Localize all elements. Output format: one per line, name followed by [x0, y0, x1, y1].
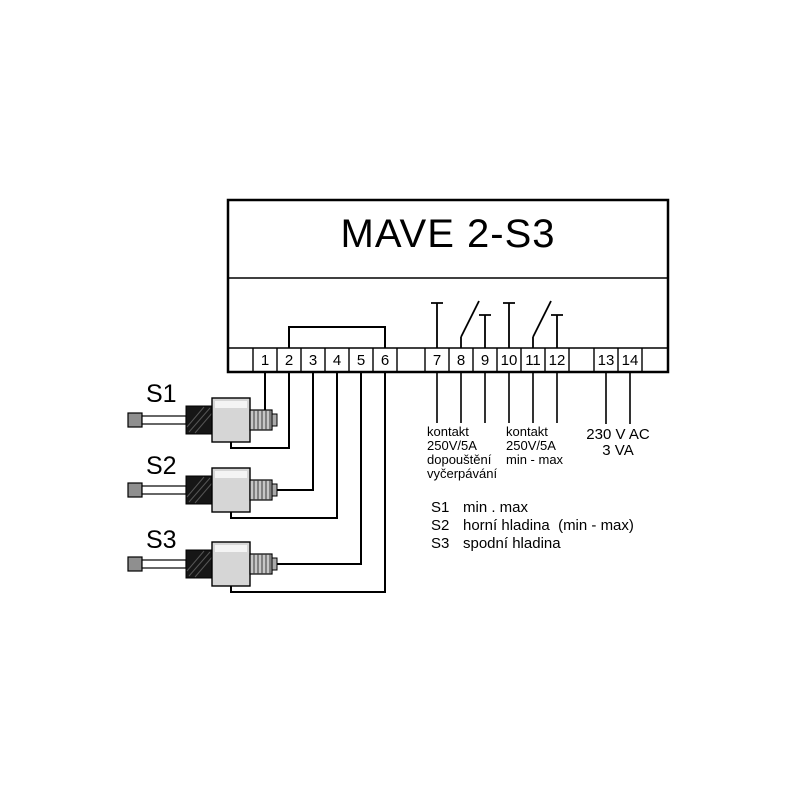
- wire-s2-body: [230, 372, 338, 519]
- legend-row: S1 min . max: [431, 499, 634, 517]
- terminal-2: 2: [284, 352, 294, 369]
- sensor-label-s3: S3: [146, 526, 177, 554]
- legend-key: S1: [431, 499, 450, 516]
- legend-text: min . max: [463, 499, 529, 516]
- relay-contact-1: [431, 300, 491, 348]
- terminal-dividers: [252, 348, 643, 372]
- wire-s3-body: [230, 372, 386, 593]
- terminal-12: 12: [548, 352, 566, 369]
- sensor-wires: [230, 372, 386, 593]
- legend-row: S2 horní hladina (min - max): [431, 517, 634, 535]
- annotation-line: kontakt: [427, 424, 469, 439]
- terminal-11: 11: [525, 352, 541, 369]
- wire-s2-tip: [277, 372, 314, 491]
- annotation-line: min - max: [506, 452, 564, 467]
- legend-row: S3 spodní hladina: [431, 535, 634, 553]
- legend-text: spodní hladina: [463, 535, 561, 552]
- terminal-14: 14: [621, 352, 639, 369]
- legend-key: S3: [431, 535, 450, 552]
- wire-s3-tip: [277, 372, 362, 565]
- terminal-7: 7: [432, 352, 442, 369]
- annotation-line: kontakt: [506, 424, 548, 439]
- sensor-label-s1: S1: [146, 380, 177, 408]
- annotation-line: vyčerpávání: [427, 466, 498, 481]
- jumper-bracket: [288, 326, 386, 348]
- sensor-label-s2: S2: [146, 452, 177, 480]
- terminal-stubs: [436, 372, 631, 424]
- terminal-5: 5: [356, 352, 366, 369]
- terminal-1: 1: [260, 352, 270, 369]
- relay-contact-2: [503, 300, 563, 348]
- terminal-10: 10: [500, 352, 518, 369]
- terminal-3: 3: [308, 352, 318, 369]
- annotation-line: 3 VA: [602, 442, 634, 459]
- annotation-line: 250V/5A: [427, 438, 477, 453]
- wire-s1-body: [230, 372, 290, 449]
- terminal-4: 4: [332, 352, 342, 369]
- terminal-8: 8: [456, 352, 466, 369]
- annotation-line: 230 V AC: [586, 426, 650, 443]
- device-outline: [226, 198, 670, 374]
- device-title: MAVE 2-S3: [340, 212, 556, 256]
- legend-key: S2: [431, 517, 450, 534]
- annotation-line: 250V/5A: [506, 438, 556, 453]
- terminal-13: 13: [597, 352, 615, 369]
- terminal-6: 6: [380, 352, 390, 369]
- legend-text: horní hladina (min - max): [463, 517, 634, 534]
- terminal-9: 9: [480, 352, 490, 369]
- annotation-line: dopouštění: [427, 452, 492, 467]
